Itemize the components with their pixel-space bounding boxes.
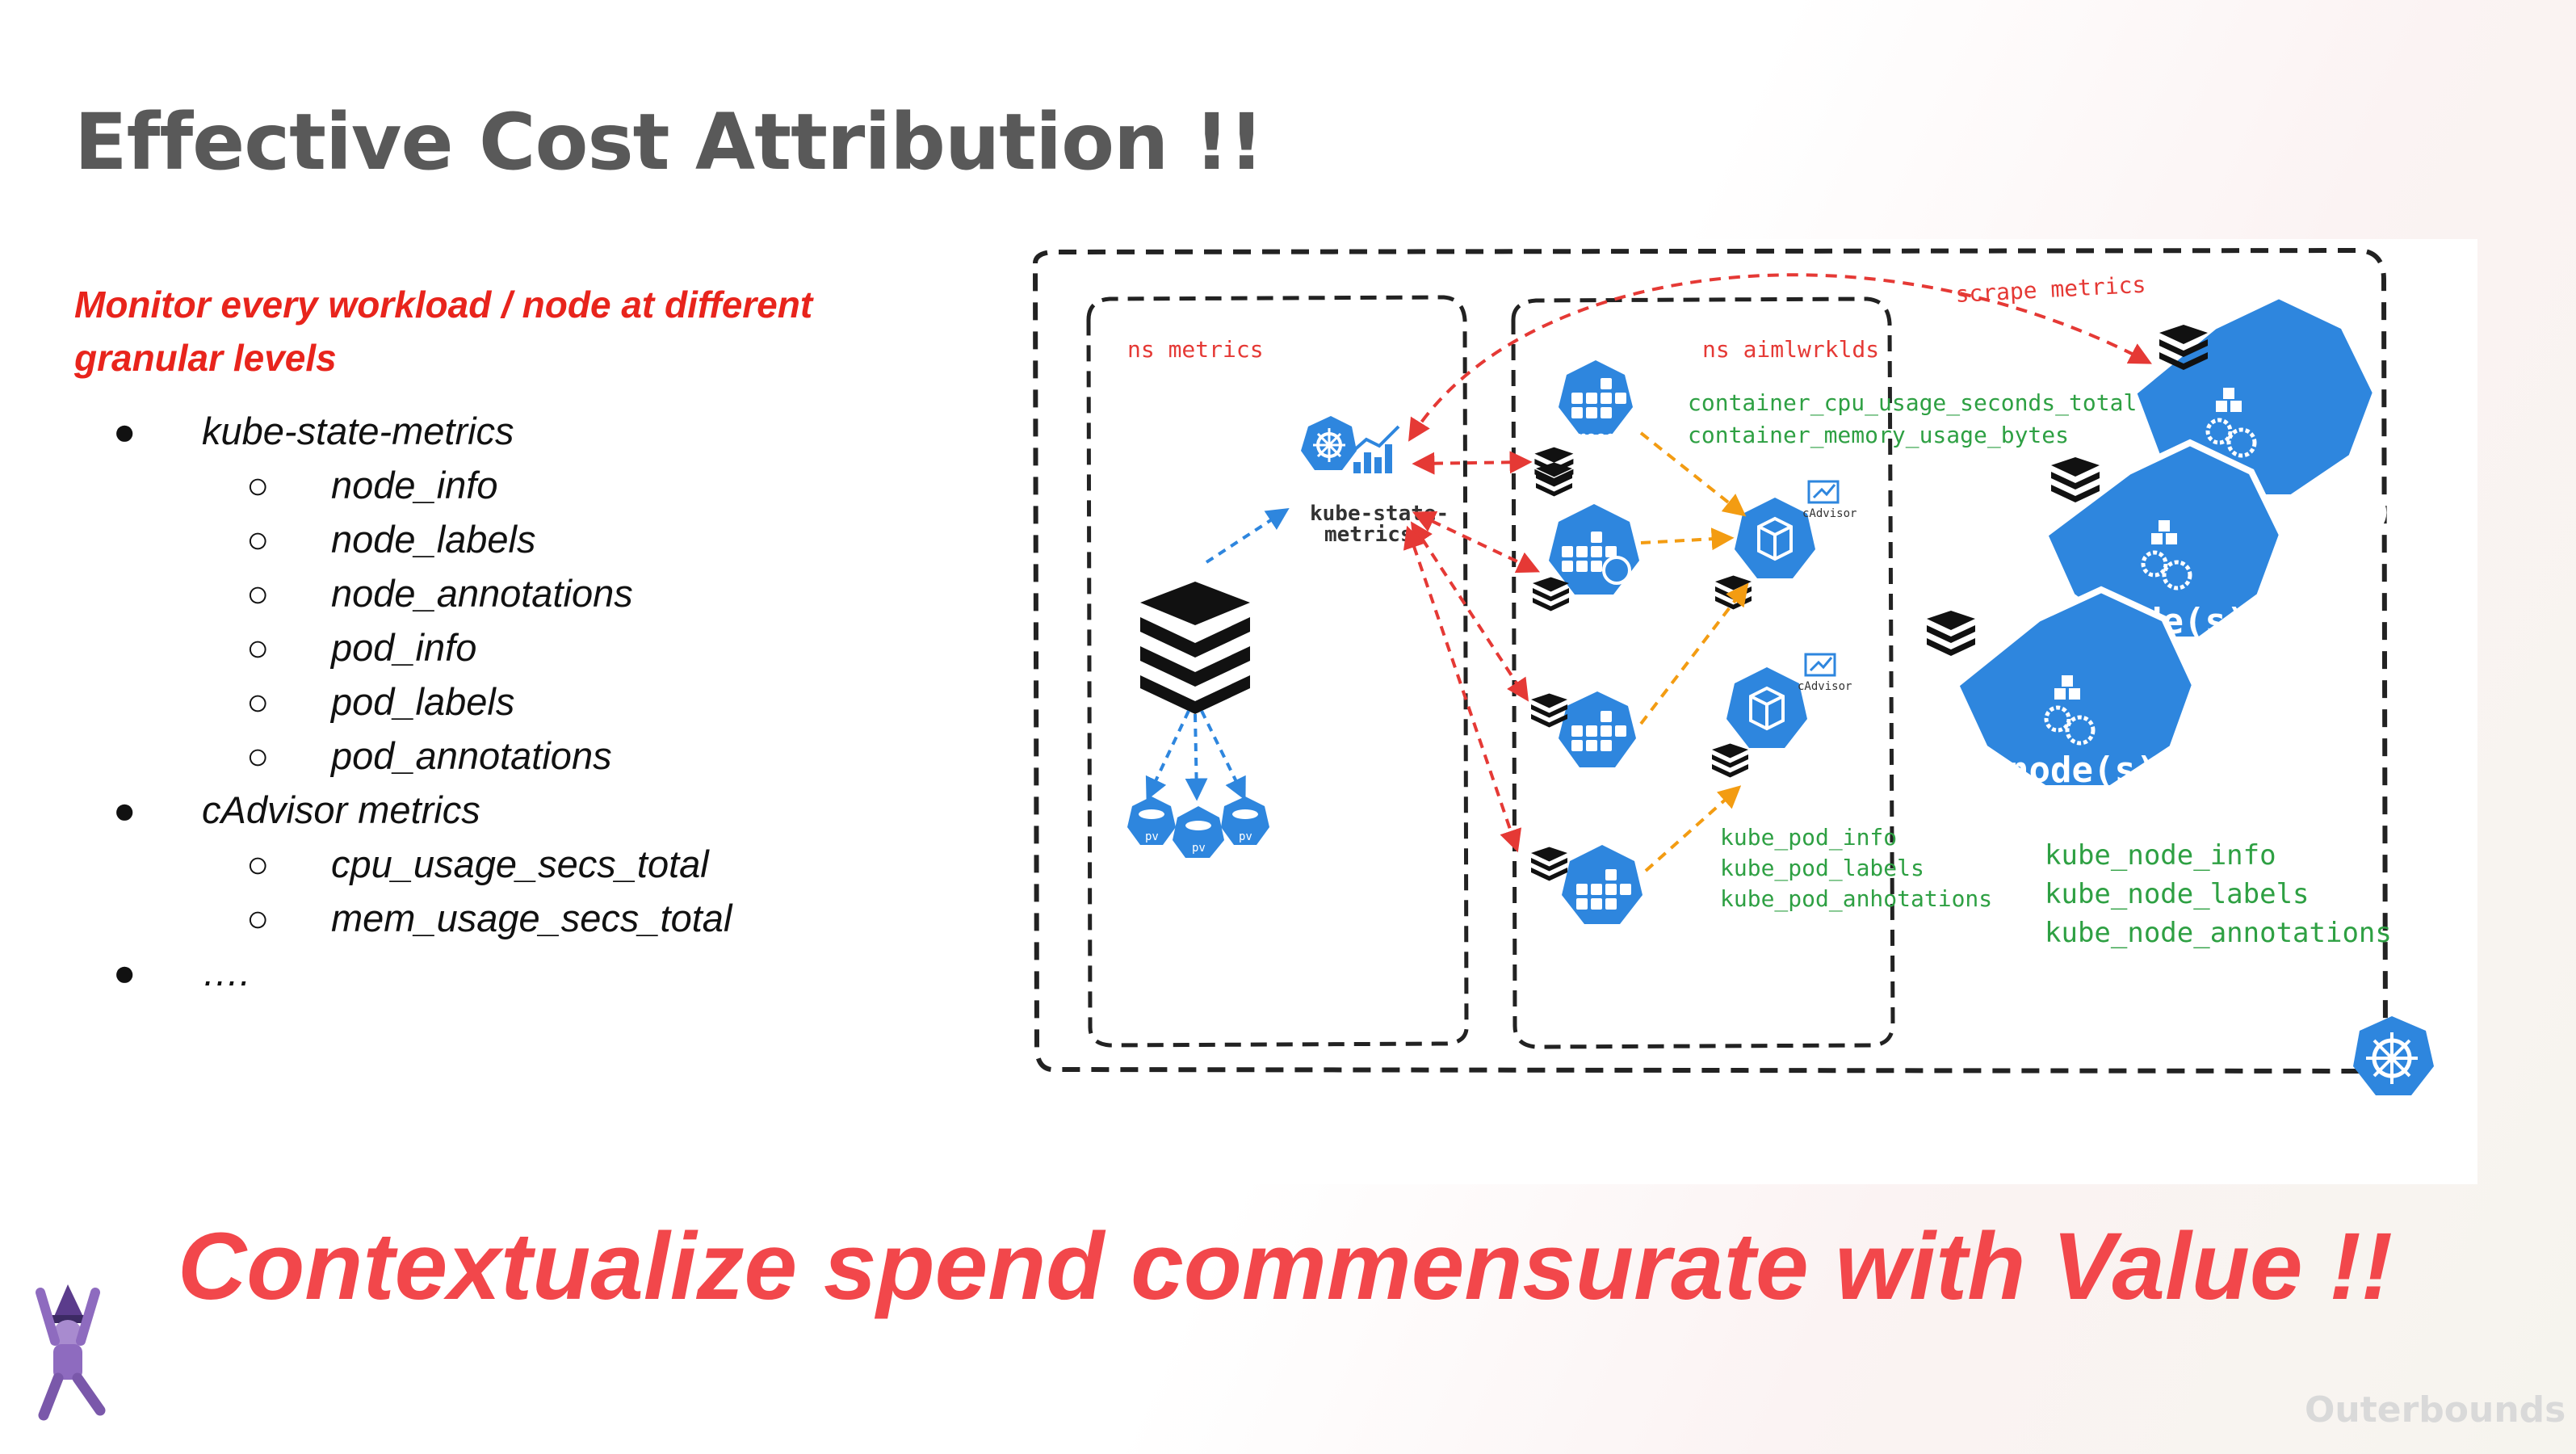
persistent-volume-icon: pv <box>1173 806 1224 858</box>
kubernetes-icon <box>2353 1016 2434 1095</box>
svg-text:pod: pod <box>1760 584 1789 603</box>
bullet-marker: ● <box>113 951 136 994</box>
bullet-marker: ● <box>113 410 136 452</box>
slide-subtitle: Monitor every workload / node at differe… <box>74 284 813 379</box>
node-labels-metric: kube_node_labels <box>2045 878 2310 910</box>
pod-cube-icon: pod <box>1735 498 1815 603</box>
brand-logo: Outerbounds <box>2305 1389 2566 1431</box>
bullet-marker: ○ <box>246 464 270 506</box>
bullet-marker: ○ <box>246 626 270 669</box>
list-item: ○ cpu_usage_secs_total <box>246 842 709 886</box>
mascot-icon <box>11 1276 124 1434</box>
database-stack-icon <box>1715 575 1752 610</box>
list-item: ○ pod_labels <box>246 679 515 724</box>
database-stack-icon <box>1531 693 1567 728</box>
svg-text:pv: pv <box>1192 842 1206 855</box>
pod-info-metric: kube_pod_info <box>1720 824 1897 851</box>
list-item: ○ node_labels <box>246 517 536 561</box>
list-item: ○ mem_usage_secs_total <box>246 896 732 940</box>
pod-labels-metric: kube_pod_labels <box>1720 855 1924 882</box>
container-cpu-metric: container_cpu_usage_seconds_total <box>1688 389 2137 417</box>
svg-text:cAdvisor: cAdvisor <box>1802 507 1856 520</box>
pod-cube-icon: pod <box>1726 667 1807 773</box>
svg-text:rsset: rsset <box>1576 427 1625 447</box>
svg-text:cAdvisor: cAdvisor <box>1798 680 1852 693</box>
list-item-text: cpu_usage_secs_total <box>331 843 709 885</box>
workload-rsset: rsset <box>1534 360 1633 484</box>
bullet-marker: ○ <box>246 518 270 561</box>
workload-job: job <box>1559 691 1636 784</box>
workload-cronjob: cronjob <box>1549 504 1639 611</box>
list-item: ● …. <box>113 950 251 994</box>
svg-text:job: job <box>1592 923 1622 943</box>
ns-workloads-label: ns aimlwrklds <box>1702 336 1879 363</box>
kube-state-metrics-node: kube-state- metrics <box>1301 416 1449 547</box>
workload-job: job <box>1562 845 1643 943</box>
slide-title: Effective Cost Attribution !! <box>74 97 1264 187</box>
list-item: ● kube-state-metrics <box>113 409 514 453</box>
bullet-marker: ○ <box>246 897 270 939</box>
persistent-volume-icon: pv <box>1127 796 1176 845</box>
ksm-label-line2: metrics <box>1324 523 1413 547</box>
list-item-text: mem_usage_secs_total <box>331 897 732 939</box>
bullet-marker: ○ <box>246 680 270 723</box>
cadvisor-icon: cAdvisor <box>1802 480 1856 520</box>
svg-text:pv: pv <box>1239 830 1252 843</box>
pod-annotations-metric: kube_pod_anhotations <box>1720 885 1992 913</box>
svg-text:job: job <box>1588 765 1617 784</box>
tagline: Contextualize spend commensurate with Va… <box>178 1213 2393 1320</box>
bullet-marker: ○ <box>246 572 270 615</box>
database-stack-icon <box>1531 847 1567 881</box>
metrics-chart-icon <box>1352 425 1400 473</box>
persistent-volume-icon: pv <box>1221 796 1269 845</box>
list-item: ● cAdvisor metrics <box>113 788 480 832</box>
list-item-text: pod_info <box>331 626 477 669</box>
list-item-text: node_info <box>331 464 498 506</box>
node-icon: node(s) <box>1952 586 2199 792</box>
bullet-marker: ○ <box>246 843 270 885</box>
list-item: ○ pod_annotations <box>246 733 612 778</box>
diagram-canvas: ns metrics ns aimlwrklds scrape metrics … <box>1032 247 2434 1095</box>
svg-text:pod: pod <box>1752 754 1781 773</box>
list-item: ○ node_info <box>246 463 498 507</box>
bullet-marker: ○ <box>246 734 270 777</box>
ns-metrics-label: ns metrics <box>1127 336 1264 363</box>
db-to-ksm-arrow <box>1205 507 1290 564</box>
ns-metrics-box <box>1086 295 1469 1048</box>
cadvisor-icon: cAdvisor <box>1798 653 1852 693</box>
list-item: ○ pod_info <box>246 625 477 670</box>
list-item-text: …. <box>202 951 251 994</box>
node-annotations-metric: kube_node_annotations <box>2045 917 2392 949</box>
scrape-metrics-label: scrape metrics <box>1955 271 2146 308</box>
database-stack-icon <box>1927 611 1975 656</box>
list-item-text: kube-state-metrics <box>202 410 514 452</box>
list-item-text: node_labels <box>331 518 536 561</box>
database-stack-icon <box>1140 582 1250 714</box>
node-info-metric: kube_node_info <box>2045 839 2276 872</box>
database-stack-icon <box>1712 743 1748 778</box>
svg-text:node(s): node(s) <box>2008 750 2157 791</box>
list-item-text: node_annotations <box>331 572 633 615</box>
ns-workloads-box <box>1511 296 1895 1049</box>
list-item-text: pod_labels <box>331 680 515 723</box>
container-memory-metric: container_memory_usage_bytes <box>1688 422 2069 449</box>
list-item-text: pod_annotations <box>331 734 612 777</box>
svg-text:cronjob: cronjob <box>1568 592 1636 611</box>
list-item-text: cAdvisor metrics <box>202 788 480 831</box>
bullet-marker: ● <box>113 788 136 831</box>
svg-text:pv: pv <box>1145 830 1159 843</box>
database-stack-icon <box>1533 577 1569 611</box>
architecture-diagram: ns metrics ns aimlwrklds scrape metrics … <box>1019 239 2477 1184</box>
scrape-arrow <box>1408 273 2152 442</box>
list-item: ○ node_annotations <box>246 571 633 616</box>
